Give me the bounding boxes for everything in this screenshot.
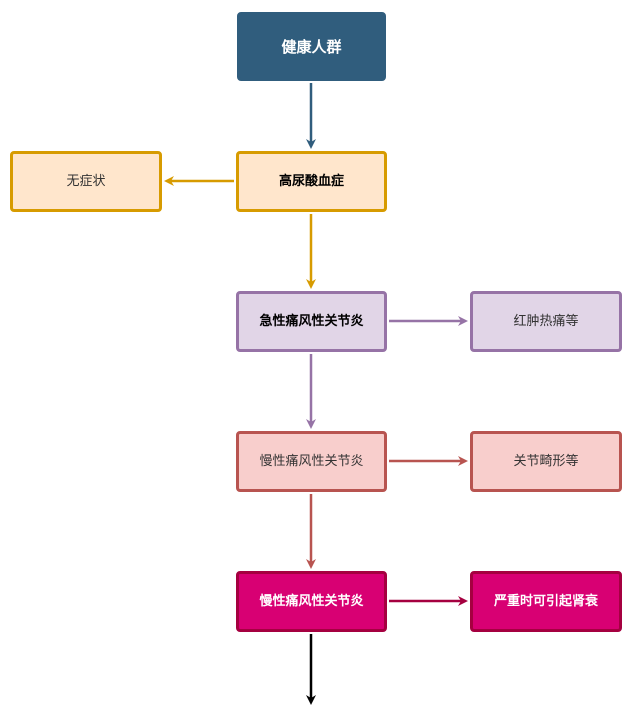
node-chronic-gouty-arthritis: 慢性痛风性关节炎 — [236, 431, 387, 492]
node-label: 关节畸形等 — [513, 453, 579, 469]
node-label: 无症状 — [66, 173, 106, 189]
node-renal-failure: 严重时可引起肾衰 — [470, 571, 622, 632]
node-acute-gouty-arthritis: 急性痛风性关节炎 — [236, 291, 387, 352]
node-label: 慢性痛风性关节炎 — [259, 453, 364, 469]
node-redness-swelling: 红肿热痛等 — [470, 291, 622, 352]
node-label: 严重时可引起肾衰 — [493, 593, 598, 609]
node-healthy-population: 健康人群 — [237, 12, 386, 81]
node-label: 健康人群 — [281, 37, 342, 56]
node-asymptomatic: 无症状 — [10, 151, 162, 212]
node-chronic-gouty-arthritis-severe: 慢性痛风性关节炎 — [236, 571, 387, 632]
node-label: 高尿酸血症 — [278, 173, 344, 189]
node-joint-deformity: 关节畸形等 — [470, 431, 622, 492]
node-label: 红肿热痛等 — [513, 313, 579, 329]
node-label: 急性痛风性关节炎 — [259, 313, 364, 329]
node-label: 慢性痛风性关节炎 — [259, 593, 364, 609]
node-hyperuricemia: 高尿酸血症 — [236, 151, 387, 212]
